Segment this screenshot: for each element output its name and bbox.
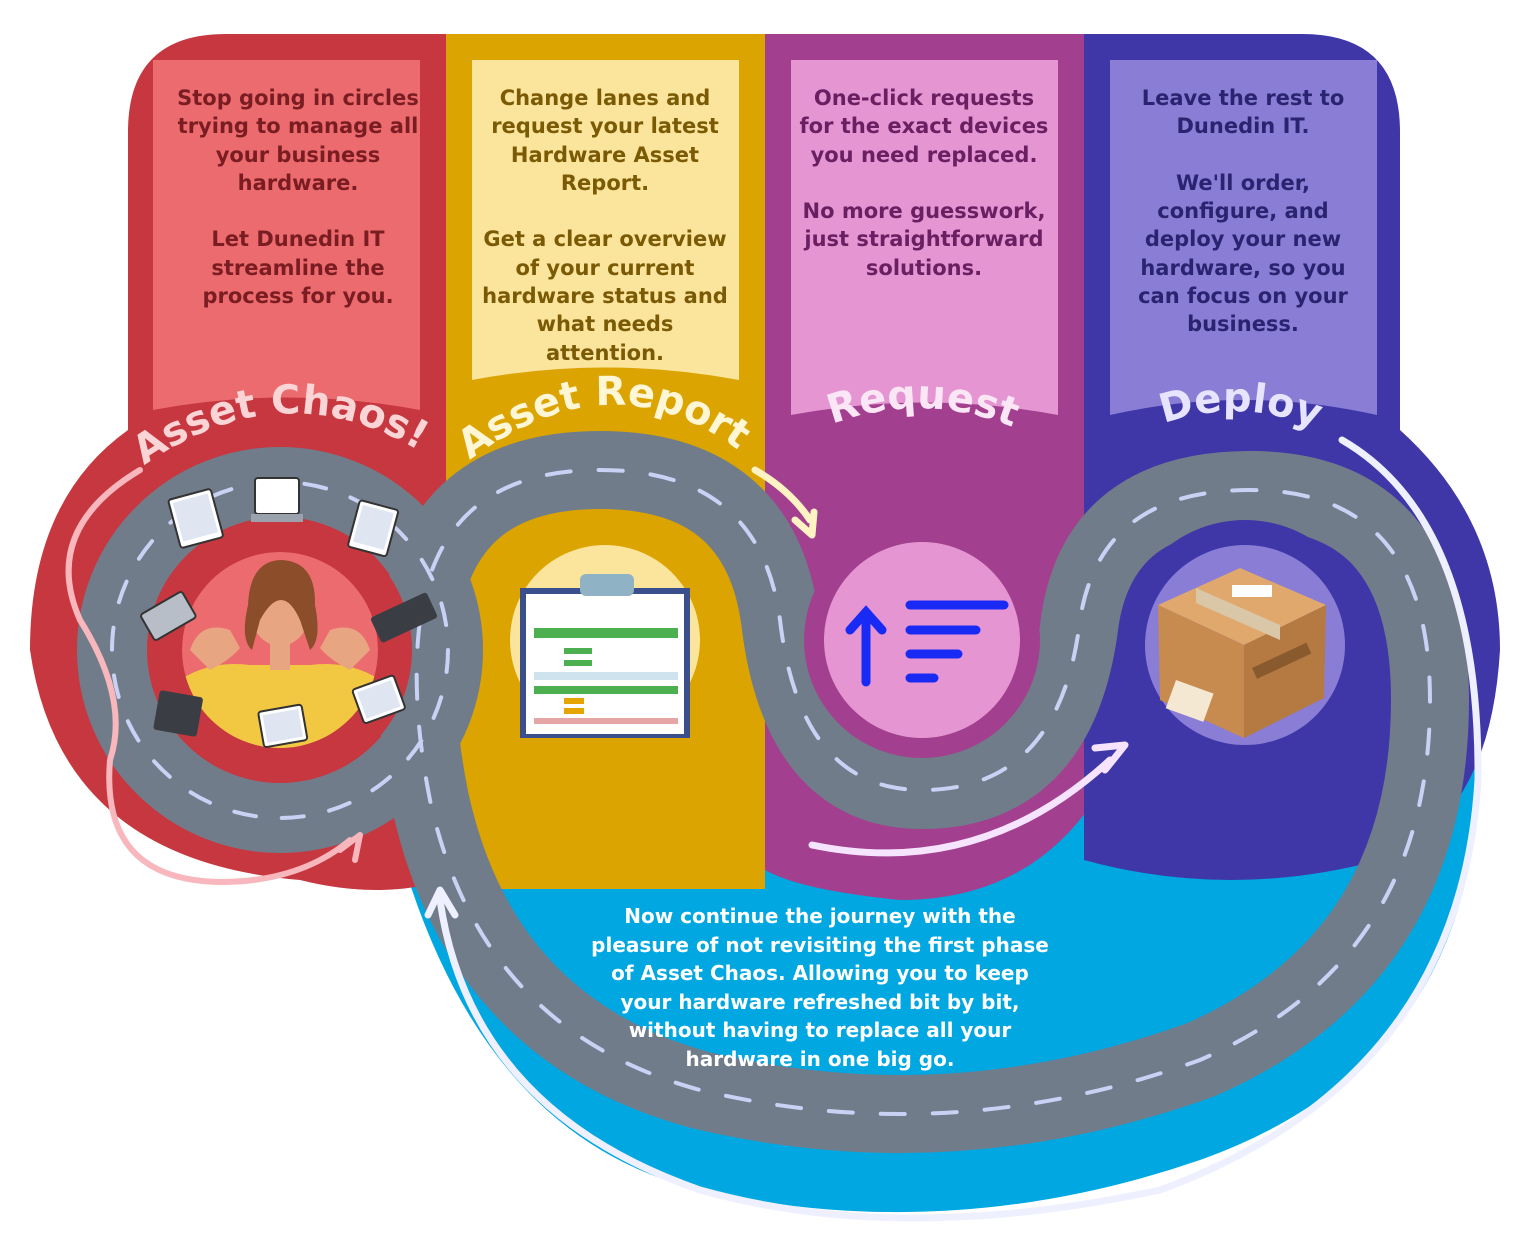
stage-text-deploy: Leave the rest to Dunedin IT. We'll orde… — [1138, 86, 1348, 337]
sort-ascending-icon — [845, 600, 1009, 687]
stage-text-asset-report: Change lanes and request your latest Har… — [482, 86, 728, 365]
panel-asset-chaos — [153, 60, 420, 410]
stage-text-asset-chaos: Stop going in circles trying to manage a… — [177, 86, 419, 309]
stage-text-request: One-click requests for the exact devices… — [799, 86, 1049, 280]
cardboard-box-icon — [1158, 568, 1326, 738]
panel-asset-report — [472, 60, 739, 380]
laptop-icons — [140, 477, 438, 748]
panel-request — [791, 60, 1058, 415]
panel-deploy — [1110, 60, 1377, 415]
clipboard-report-icon — [520, 574, 690, 738]
footer-text: Now continue the journey with the pleasu… — [591, 904, 1049, 1071]
stressed-person-icon — [182, 552, 378, 748]
direction-arrows — [65, 436, 1482, 1222]
